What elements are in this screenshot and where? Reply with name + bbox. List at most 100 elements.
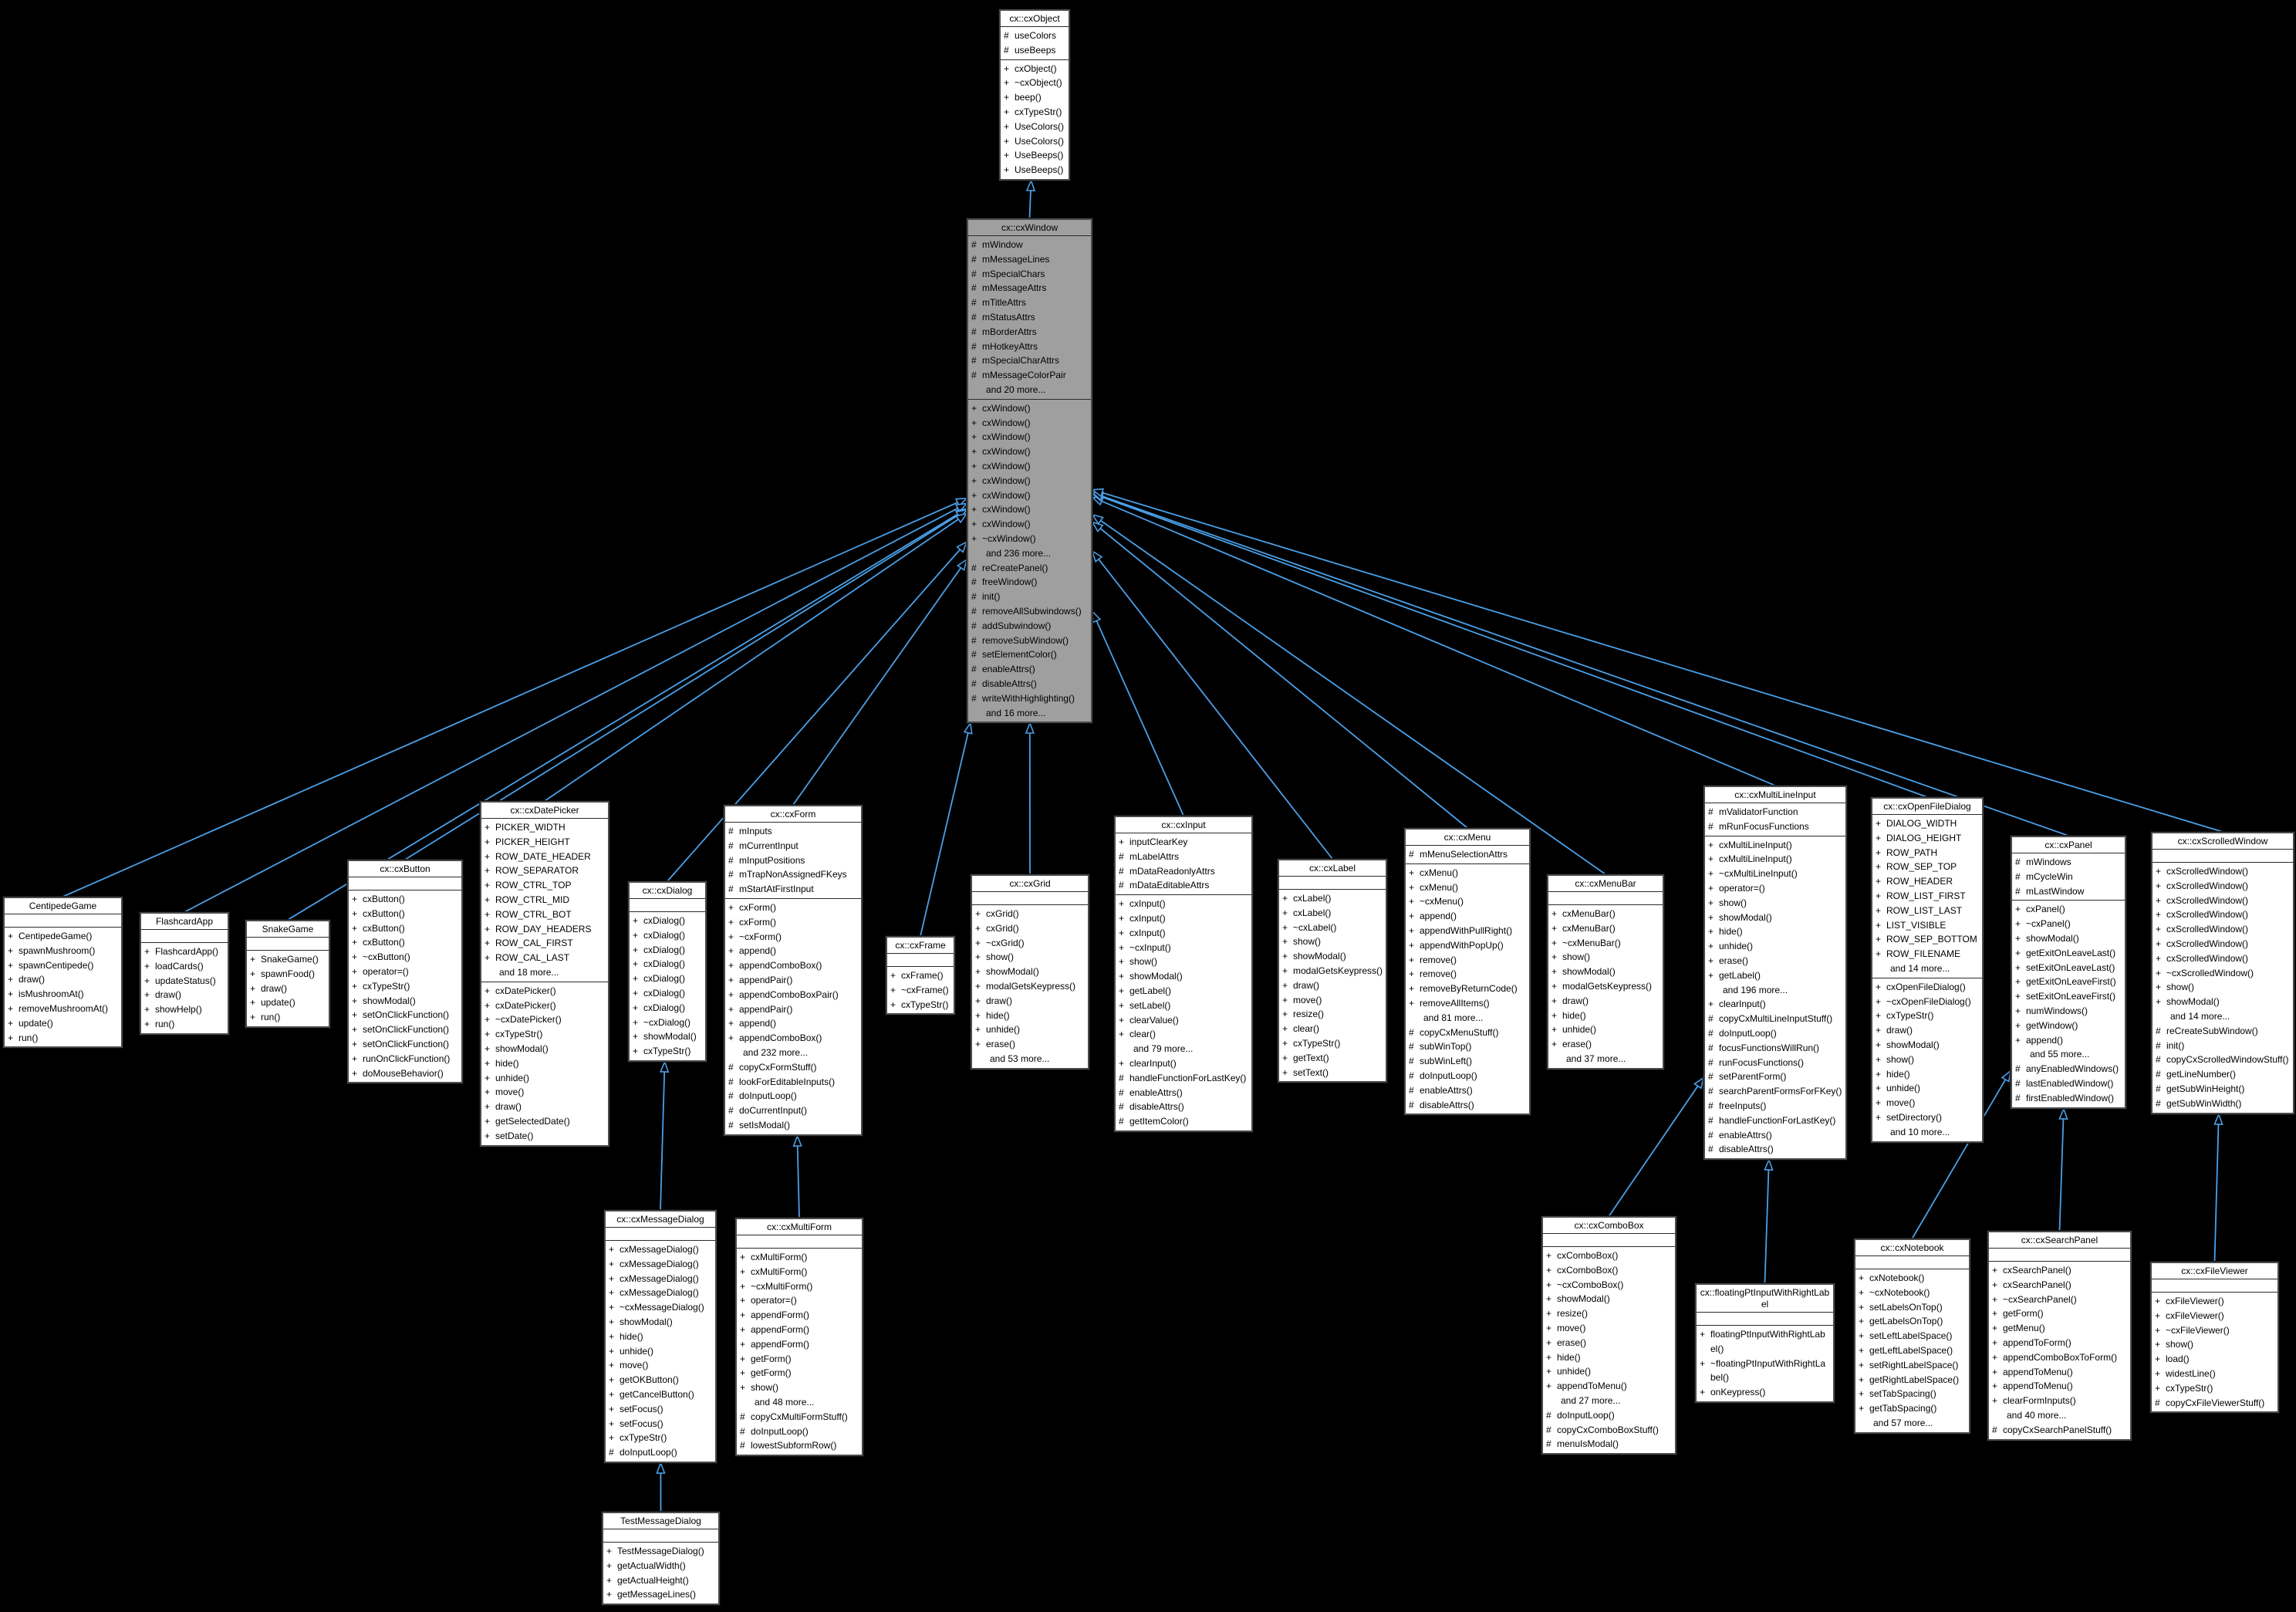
member-row: + cxDialog() xyxy=(630,928,705,943)
visibility-prefix: + xyxy=(1409,939,1415,951)
member-name: mCurrentInput xyxy=(739,840,799,851)
member-name: cxDialog() xyxy=(643,929,686,941)
visibility-prefix: + xyxy=(1876,1097,1882,1109)
member-name: doInputLoop() xyxy=(751,1425,809,1437)
member-row: +hide() xyxy=(1543,1350,1675,1365)
visibility-prefix: + xyxy=(1004,92,1010,103)
class-box-cx-form[interactable]: cx::cxForm#mInputs#mCurrentInput#mInputP… xyxy=(723,804,863,1137)
member-name: cxSearchPanel() xyxy=(2003,1279,2071,1290)
class-title: SnakeGame xyxy=(247,921,329,938)
class-box-cx-message-dialog[interactable]: cx::cxMessageDialog+cxMessageDialog()+cx… xyxy=(603,1209,718,1464)
member-name: hide() xyxy=(1886,1068,1910,1080)
member-row: #useColors xyxy=(1001,29,1069,43)
class-box-cx-label[interactable]: cx::cxLabel+cxLabel()+cxLabel()+~cxLabel… xyxy=(1277,857,1388,1084)
member-name: hide() xyxy=(620,1330,643,1342)
visibility-prefix: + xyxy=(8,1017,14,1029)
visibility-prefix: # xyxy=(728,826,734,836)
visibility-prefix: + xyxy=(2156,909,2162,921)
member-name: cxTypeStr() xyxy=(901,999,949,1010)
visibility-prefix: + xyxy=(728,901,734,913)
member-name: useBeeps xyxy=(1015,44,1056,56)
member-name: enableAttrs() xyxy=(982,664,1035,675)
member-name: PICKER_HEIGHT xyxy=(495,836,570,847)
class-box-cx-frame[interactable]: cx::cxFrame+cxFrame()+~cxFrame()+cxTypeS… xyxy=(885,934,956,1016)
class-box-cx-button[interactable]: cx::cxButton+cxButton()+cxButton()+cxBut… xyxy=(346,858,464,1085)
member-row: #handleFunctionForLastKey() xyxy=(1116,1071,1251,1086)
class-box-cx-dialog[interactable]: cx::cxDialog+cxDialog()+cxDialog()+cxDia… xyxy=(627,880,707,1063)
visibility-prefix: + xyxy=(633,929,639,941)
attributes-compartment xyxy=(1279,877,1386,890)
member-row: +unhide() xyxy=(1705,939,1845,954)
class-box-cx-search-panel[interactable]: cx::cxSearchPanel+cxSearchPanel()+cxSear… xyxy=(1987,1230,2132,1441)
visibility-prefix: + xyxy=(352,937,358,948)
visibility-prefix: + xyxy=(975,922,981,934)
member-row: +setLabelsOnTop() xyxy=(1855,1300,1969,1315)
class-box-cx-input[interactable]: cx::cxInput+inputClearKey#mLabelAttrs#mD… xyxy=(1113,815,1254,1133)
member-row: #runFocusFunctions() xyxy=(1705,1056,1845,1070)
member-row: +cxWindow() xyxy=(968,416,1091,431)
member-name: draw() xyxy=(155,989,182,1001)
member-name: ~cxButton() xyxy=(363,951,410,963)
member-row: +erase() xyxy=(1543,1336,1675,1350)
member-row: +ROW_SEP_TOP xyxy=(1872,860,1982,874)
member-row: +ROW_DAY_HEADERS xyxy=(481,922,608,937)
visibility-prefix: + xyxy=(2015,991,2021,1002)
member-name: showModal() xyxy=(495,1043,549,1054)
class-box-cx-menu-bar[interactable]: cx::cxMenuBar+cxMenuBar()+cxMenuBar()+~c… xyxy=(1546,874,1665,1070)
class-box-cx-notebook[interactable]: cx::cxNotebook+cxNotebook()+~cxNotebook(… xyxy=(1853,1238,1971,1435)
member-row: +erase() xyxy=(972,1037,1088,1052)
member-name: cxWindow() xyxy=(982,431,1031,443)
class-box-floating-pt-input[interactable]: cx::floatingPtInputWithRightLabel+floati… xyxy=(1694,1283,1835,1404)
class-box-snake-game[interactable]: SnakeGame+SnakeGame()+spawnFood()+draw()… xyxy=(245,919,331,1029)
member-row: +~cxMenuBar() xyxy=(1548,936,1663,951)
member-name: doCurrentInput() xyxy=(739,1105,808,1117)
member-row: #lookForEditableInputs() xyxy=(725,1075,861,1090)
class-box-cx-file-viewer[interactable]: cx::cxFileViewer+cxFileViewer()+cxFileVi… xyxy=(2149,1260,2280,1414)
class-box-cx-combo-box[interactable]: cx::cxComboBox+cxComboBox()+cxComboBox()… xyxy=(1541,1215,1677,1456)
member-row: +move() xyxy=(481,1085,608,1100)
member-row: +getTabSpacing() xyxy=(1855,1401,1969,1416)
visibility-prefix: + xyxy=(740,1367,746,1379)
visibility-prefix: + xyxy=(728,974,734,985)
member-name: cxDialog() xyxy=(643,973,686,985)
class-box-cx-menu[interactable]: cx::cxMenu#mMenuSelectionAttrs+cxMenu()+… xyxy=(1403,826,1531,1117)
visibility-prefix: + xyxy=(1859,1301,1865,1313)
visibility-prefix: + xyxy=(1708,999,1714,1010)
class-box-cx-multi-form[interactable]: cx::cxMultiForm+cxMultiForm()+cxMultiFor… xyxy=(734,1216,864,1458)
member-row: #enableAttrs() xyxy=(968,662,1091,677)
class-box-cx-scrolled-window[interactable]: cx::cxScrolledWindow+cxScrolledWindow()+… xyxy=(2150,831,2295,1115)
member-name: cxObject() xyxy=(1015,63,1057,74)
class-box-cx-object[interactable]: cx::cxObject#useColors#useBeeps+cxObject… xyxy=(998,8,1071,181)
class-box-test-message-dialog[interactable]: TestMessageDialog+TestMessageDialog()+ge… xyxy=(601,1510,721,1607)
member-name: hide() xyxy=(1562,1009,1586,1021)
member-row: +cxLabel() xyxy=(1279,906,1386,921)
member-row: +appendComboBox() xyxy=(725,958,861,973)
member-name: ~cxPanel() xyxy=(2026,918,2071,930)
member-row: +update() xyxy=(5,1016,121,1031)
class-title: cx::floatingPtInputWithRightLabel xyxy=(1697,1285,1833,1313)
class-box-cx-open-file-dialog[interactable]: cx::cxOpenFileDialog+DIALOG_WIDTH+DIALOG… xyxy=(1870,796,1984,1144)
visibility-prefix: + xyxy=(1004,135,1010,147)
visibility-prefix: + xyxy=(1876,1053,1882,1065)
methods-compartment: +cxOpenFileDialog()+~cxOpenFileDialog()+… xyxy=(1872,978,1982,1141)
member-name: mTrapNonAssignedFKeys xyxy=(739,869,847,880)
class-box-cx-multi-line-input[interactable]: cx::cxMultiLineInput#mValidatorFunction#… xyxy=(1703,784,1848,1161)
class-box-cx-date-picker[interactable]: cx::cxDatePicker+PICKER_WIDTH+PICKER_HEI… xyxy=(479,800,610,1147)
class-box-centipede-game[interactable]: CentipedeGame+CentipedeGame()+spawnMushr… xyxy=(2,895,123,1049)
class-box-cx-window[interactable]: cx::cxWindow#mWindow#mMessageLines#mSpec… xyxy=(966,217,1093,725)
class-box-cx-grid[interactable]: cx::cxGrid+cxGrid()+cxGrid()+~cxGrid()+s… xyxy=(970,874,1090,1070)
visibility-prefix: + xyxy=(1119,1014,1125,1026)
member-name: isMushroomAt() xyxy=(19,988,84,1000)
member-row: #getSubWinWidth() xyxy=(2152,1097,2293,1111)
visibility-prefix: + xyxy=(1876,1111,1882,1123)
visibility-prefix: + xyxy=(2156,982,2162,993)
member-row: +cxWindow() xyxy=(968,444,1091,459)
class-box-flashcard-app[interactable]: FlashcardApp+FlashcardApp()+loadCards()+… xyxy=(139,911,230,1036)
member-row: +cxTypeStr() xyxy=(1872,1009,1982,1023)
visibility-prefix: + xyxy=(485,822,491,833)
visibility-prefix: + xyxy=(1859,1359,1865,1370)
member-row: +UseBeeps() xyxy=(1001,163,1069,177)
class-box-cx-panel[interactable]: cx::cxPanel#mWindows#mCycleWin#mLastWind… xyxy=(2010,835,2127,1110)
member-name: show() xyxy=(986,951,1015,963)
visibility-prefix: + xyxy=(606,1589,613,1600)
